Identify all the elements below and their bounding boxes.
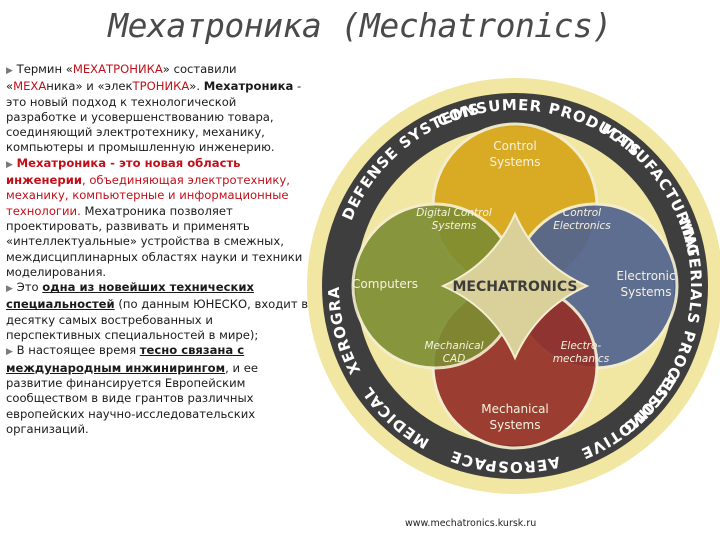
label-computers: Computers xyxy=(352,277,418,291)
p4-text-a: В настоящее время xyxy=(16,343,140,358)
paragraph-4: ▶ В настоящее время тесно связана с межд… xyxy=(6,343,310,437)
p1-tronika: ТРОНИКА xyxy=(132,79,190,94)
p1-text-i: - это новый подход к технологической раз… xyxy=(6,79,302,155)
label-em-2: mechanics xyxy=(553,353,610,365)
label-control-1: Control xyxy=(493,139,536,153)
p1-meha: МЕХА xyxy=(13,79,47,94)
label-ce-1: Control xyxy=(563,207,601,219)
p1-text-a: Термин « xyxy=(16,62,73,76)
page-title: Мехатроника (Mechatronics) xyxy=(108,6,612,45)
p3-text-c: (по данным ЮНЕСКО, входит в десятку самы… xyxy=(6,297,309,343)
p1-term: МЕХАТРОНИКА xyxy=(72,62,163,76)
paragraph-3: ▶ Это одна из новейших технических специ… xyxy=(6,280,310,343)
label-mcad-1: Mechanical xyxy=(424,340,483,352)
label-mechanical-1: Mechanical xyxy=(481,402,549,416)
application-ring xyxy=(322,93,708,479)
label-dcs-1: Digital Control xyxy=(416,207,492,219)
label-control-2: Systems xyxy=(490,155,541,169)
p2-text: Мехатроника позволяет проектировать, раз… xyxy=(6,203,303,279)
paragraph-2: ▶ Мехатроника - это новая область инжене… xyxy=(6,156,310,280)
p3-bold: одна из новейших технических специальнос… xyxy=(6,280,254,312)
p3-text-a: Это xyxy=(16,280,43,295)
label-electronic-1: Electronic xyxy=(616,269,675,283)
p2-red-text: , объединяющая электротехнику, механику,… xyxy=(6,173,290,218)
footer-url: www.mechatronics.kursk.ru xyxy=(405,518,537,529)
label-ce-2: Electronics xyxy=(553,220,611,232)
p2-heading: Мехатроника - это новая область инженери… xyxy=(6,155,241,188)
center-shape xyxy=(440,211,590,361)
p1-text-g: ». xyxy=(189,79,204,94)
p1-text-e: ника» и «элек xyxy=(46,79,133,94)
bullet-icon: ▶ xyxy=(6,66,13,76)
bullet-icon: ▶ xyxy=(6,159,13,170)
label-electronic-2: Systems xyxy=(621,285,672,299)
paragraph-1: ▶ Термин «МЕХАТРОНИКА» составили «МЕХАни… xyxy=(6,62,310,156)
text-column: ▶ Термин «МЕХАТРОНИКА» составили «МЕХАни… xyxy=(6,62,310,437)
label-center: MECHATRONICS xyxy=(452,279,577,295)
p4-bold: тесно связана с международным инжиниринг… xyxy=(6,343,245,375)
bullet-icon: ▶ xyxy=(6,284,13,295)
p4-text-c: , и ее развитие финансируется Европейски… xyxy=(6,360,258,436)
label-mechanical-2: Systems xyxy=(490,418,541,432)
p1-bold: Мехатроника xyxy=(203,79,294,94)
p1-text-c: » составили « xyxy=(6,62,237,94)
label-mcad-2: CAD xyxy=(443,353,466,365)
label-em-1: Electro- xyxy=(561,340,602,352)
label-dcs-2: Systems xyxy=(432,220,477,232)
bullet-icon: ▶ xyxy=(6,347,13,358)
mechatronics-diagram: AUTOMOTIVE AEROSPACE MEDICAL XEROGRAPHY … xyxy=(305,76,720,494)
